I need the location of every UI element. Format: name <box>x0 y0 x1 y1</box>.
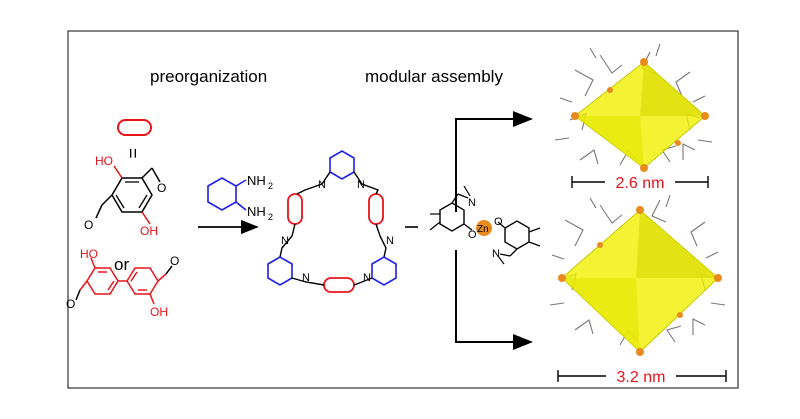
atom-o: O <box>66 297 75 311</box>
linker-symbol <box>117 119 152 136</box>
dialdehyde-two <box>79 257 167 305</box>
atom-nh2: NH <box>247 204 266 219</box>
assembly-arrow-bottom <box>455 250 533 350</box>
atom-o: O <box>468 229 477 241</box>
atom-n: N <box>302 272 310 284</box>
atom-n: N <box>281 235 289 247</box>
atom-nh2-sub: 2 <box>268 212 273 222</box>
macrocycle <box>267 150 397 293</box>
dialdehyde-one <box>95 165 161 225</box>
atom-zn: Zn <box>477 224 489 235</box>
atom-n: N <box>357 179 365 191</box>
atom-o: O <box>494 216 503 228</box>
frame-border <box>67 30 739 389</box>
cage-large <box>549 194 726 356</box>
scale-label-bottom: 3.2 nm <box>617 369 666 386</box>
atom-oh: OH <box>140 224 158 238</box>
atom-ho: HO <box>80 247 98 261</box>
atom-n: N <box>492 248 500 260</box>
assembly-arrow-top <box>455 111 533 212</box>
zn-salen-unit <box>429 185 541 265</box>
atom-o: O <box>157 181 166 195</box>
atom-n: N <box>468 197 476 209</box>
modular-assembly-label: modular assembly <box>365 67 503 86</box>
atom-n: N <box>318 179 326 191</box>
atom-nh2-sub: 2 <box>268 181 273 191</box>
atom-n: N <box>386 235 394 247</box>
preorganization-label: preorganization <box>150 67 267 86</box>
atom-o: O <box>84 218 93 232</box>
cage-small <box>554 43 713 172</box>
equals-sign: = <box>123 148 143 159</box>
atom-ho: HO <box>95 154 113 168</box>
diamine <box>207 177 247 211</box>
scale-label-top: 2.6 nm <box>616 175 665 192</box>
atom-oh: OH <box>150 305 168 319</box>
atom-nh2: NH <box>247 173 266 188</box>
or-label: or <box>114 255 129 274</box>
atom-n: N <box>363 272 371 284</box>
atom-o: O <box>170 254 179 268</box>
